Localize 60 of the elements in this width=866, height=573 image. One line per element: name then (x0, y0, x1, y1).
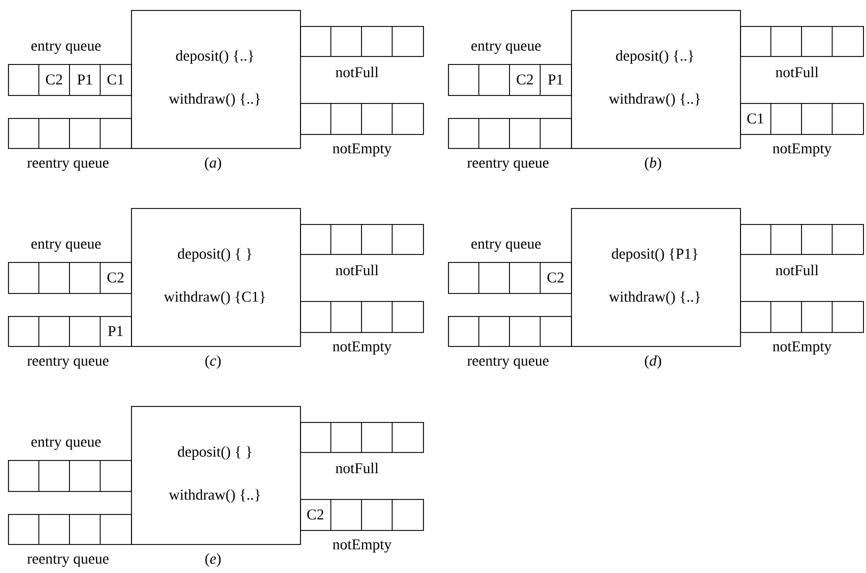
queue-label: notFull (336, 462, 378, 474)
queue-label: notFull (336, 66, 378, 78)
queue-label: notEmpty (332, 341, 392, 355)
cell-label: C2 (46, 74, 62, 85)
queue (8, 118, 132, 149)
cell-label: P1 (108, 326, 123, 336)
queue-label: entry queue (31, 240, 101, 252)
queue (740, 300, 864, 333)
panel-caption: (d) (644, 355, 662, 369)
cell-label: P1 (548, 74, 563, 84)
queue (740, 26, 864, 57)
queue (8, 262, 132, 294)
monitor-box: deposit() {..} withdraw() {..} (571, 10, 741, 149)
panel-caption: (c) (205, 355, 221, 369)
queue (300, 422, 424, 453)
queue-label: reentry queue (27, 159, 108, 171)
panel-caption: (b) (644, 157, 662, 171)
queue (300, 26, 424, 57)
queue-label: reentry queue (27, 555, 108, 567)
queue-label: notFull (336, 264, 378, 276)
panel-caption: (a) (204, 157, 222, 171)
monitor-box: deposit() {..} withdraw() {..} (131, 10, 301, 149)
queue (300, 300, 424, 333)
queue (8, 514, 132, 545)
queue-label: entry queue (471, 42, 541, 54)
queue (740, 102, 864, 135)
queue (448, 262, 572, 294)
queue (300, 224, 424, 255)
queue-label: notEmpty (332, 143, 392, 157)
cell-label: C2 (547, 272, 564, 283)
queue-label: notFull (776, 66, 818, 78)
queue-label: notEmpty (772, 341, 832, 355)
queue-label: reentry queue (467, 357, 548, 369)
queue (740, 224, 864, 255)
panel-caption: (e) (205, 553, 221, 567)
queue (300, 102, 424, 135)
cell-label: C1 (107, 74, 124, 85)
cell-label: C1 (747, 113, 764, 124)
queue (448, 64, 572, 96)
queue (8, 316, 132, 347)
cell-label: C2 (107, 272, 124, 283)
queue-label: entry queue (31, 438, 101, 450)
queue-label: entry queue (471, 240, 541, 252)
monitor-box: deposit() { } withdraw() {..} (131, 406, 301, 545)
queue-label: notEmpty (332, 539, 392, 553)
queue (8, 64, 132, 96)
cell-label: C2 (516, 74, 533, 85)
monitor-box: deposit() {P1} withdraw() {..} (571, 208, 741, 347)
cell-label: C2 (307, 509, 324, 520)
queue-label: entry queue (31, 42, 101, 54)
queue (448, 118, 572, 149)
queue (448, 316, 572, 347)
queue-label: notFull (776, 264, 818, 276)
queue (8, 460, 132, 492)
monitor-box: deposit() { } withdraw() {C1} (131, 208, 301, 347)
queue-label: notEmpty (772, 143, 832, 157)
queue-label: reentry queue (27, 357, 108, 369)
cell-label: P1 (77, 74, 92, 84)
queue-label: reentry queue (467, 159, 548, 171)
queue (300, 498, 424, 531)
